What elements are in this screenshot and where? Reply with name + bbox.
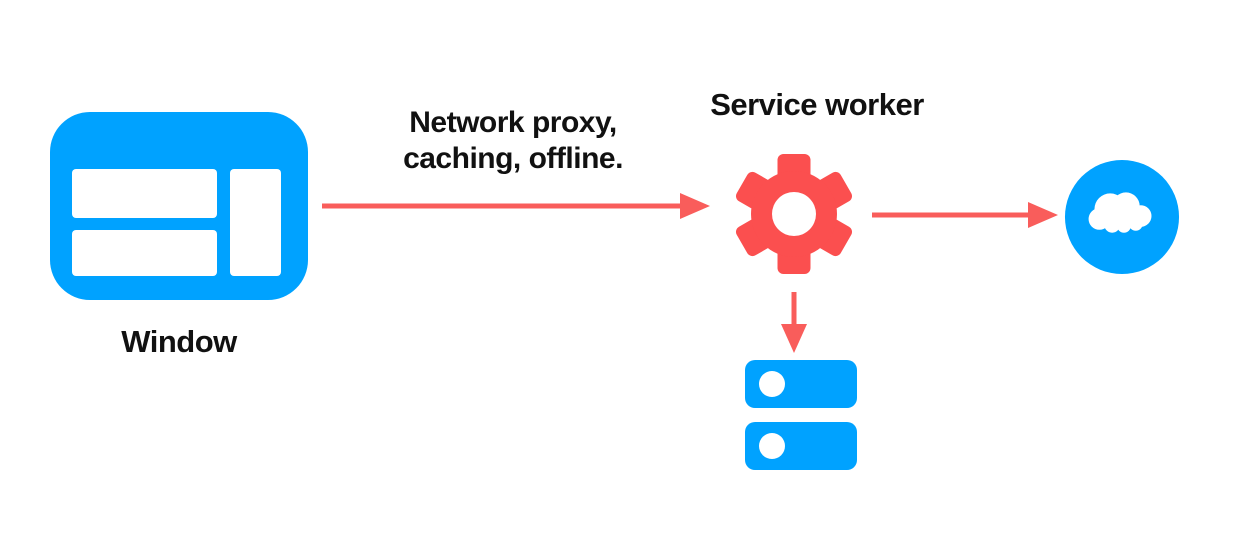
database-stack-icon (745, 360, 857, 470)
window-node (50, 112, 308, 300)
cloud-icon (1064, 159, 1180, 275)
storage-node (745, 360, 857, 470)
arrow-service-worker-to-network (872, 202, 1058, 228)
edge-label-network-proxy: Network proxy, caching, offline. (363, 105, 663, 177)
gear-icon (735, 154, 853, 274)
network-node (1063, 158, 1181, 276)
window-label: Window (121, 324, 237, 359)
service-worker-node (728, 148, 860, 280)
edge-label-line1: Network proxy, (409, 106, 617, 139)
edge-label-line2: caching, offline. (403, 142, 623, 175)
arrow-window-to-service-worker (322, 193, 710, 219)
service-worker-label: Service worker (710, 87, 924, 122)
arrow-service-worker-to-storage (781, 292, 807, 353)
browser-window-icon (50, 112, 308, 300)
